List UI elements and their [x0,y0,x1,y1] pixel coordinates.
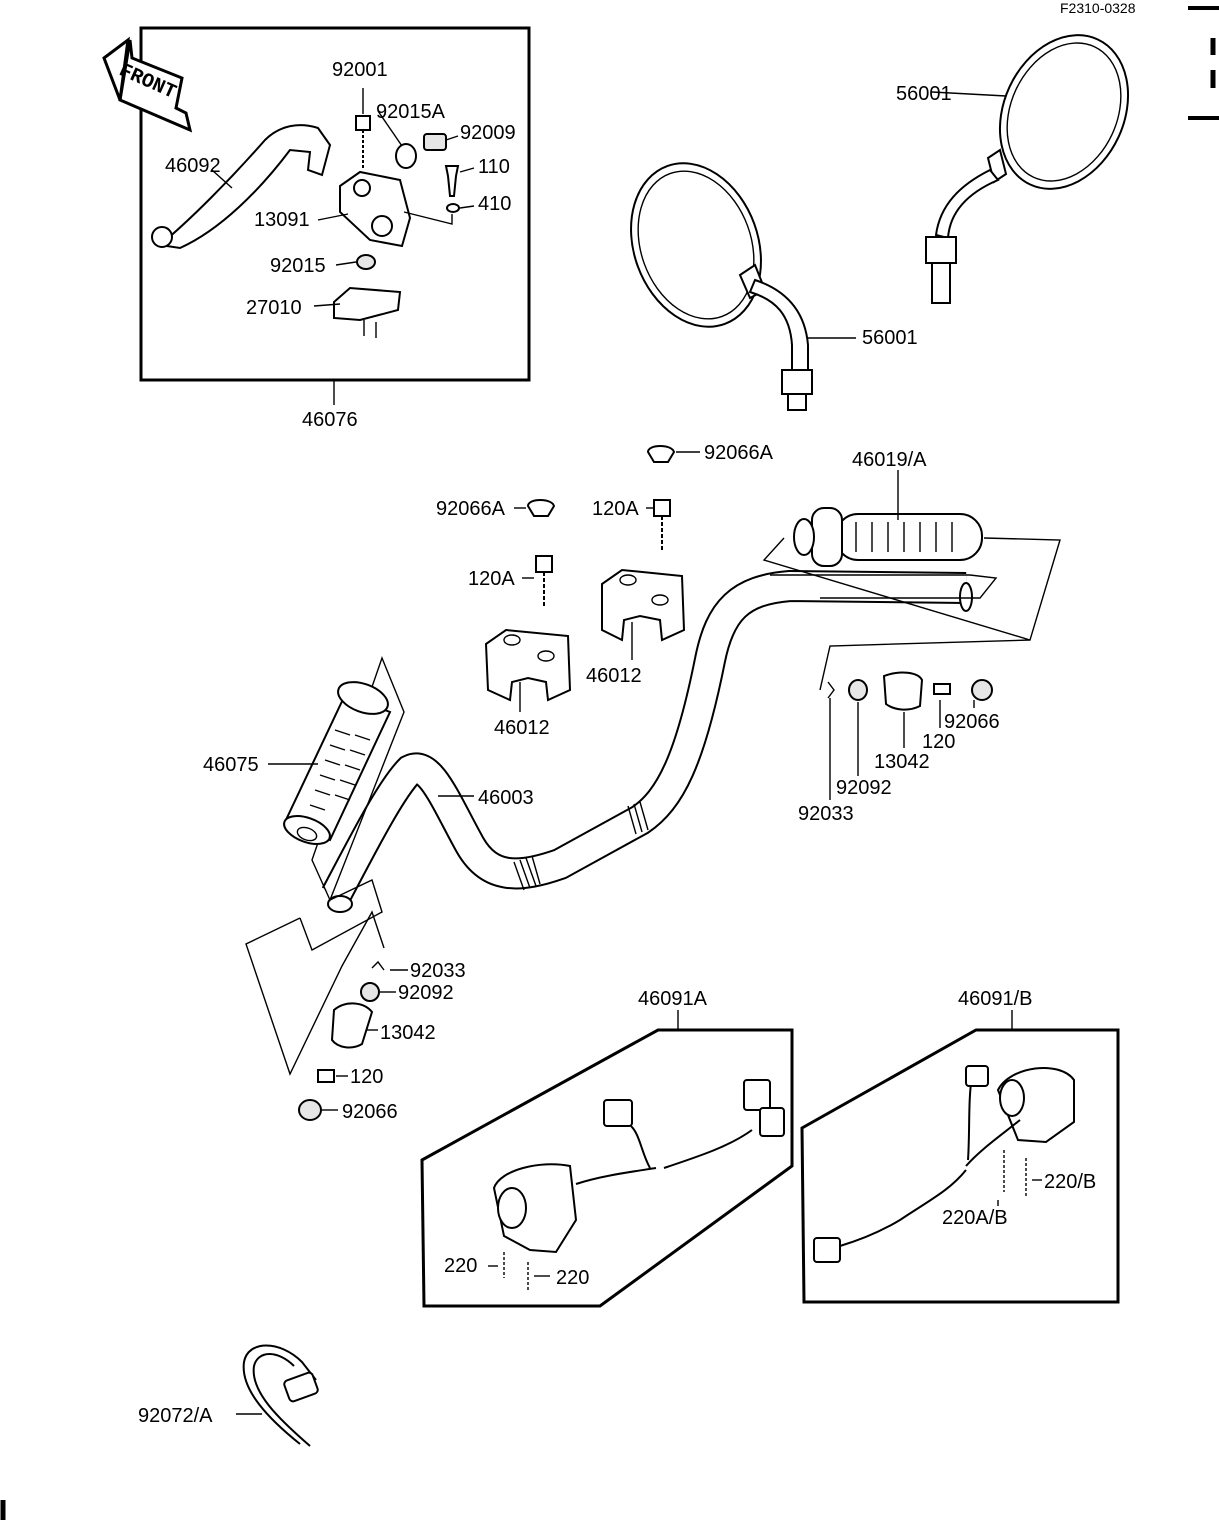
label-92033-left: 92033 [410,960,466,982]
bar-end-left-parts [245,910,385,1121]
label-110: 110 [478,156,510,178]
leader-92015 [335,261,357,266]
label-46003: 46003 [478,787,534,809]
lever-holder-13091 [339,170,412,248]
bolt-92001-head [355,115,371,131]
leader-110 [459,167,475,173]
label-120a-top: 120A [592,498,639,520]
holder-bore [353,179,371,197]
leader-13091 [317,211,453,225]
label-46019a: 46019/A [852,449,927,471]
bar-end-right-parts [819,639,1031,711]
leader-410 [459,205,475,209]
switch-46091a-group: 46091A 220 220 [420,988,794,1308]
leader-92015a [377,110,403,147]
label-92015: 92015 [270,255,326,277]
label-46076: 46076 [302,409,358,431]
leader-56001-top [931,91,1007,97]
label-27010: 27010 [246,297,302,319]
label-56001-top: 56001 [896,83,952,105]
leader-92009 [445,135,459,141]
label-46092: 46092 [165,155,221,177]
lever-assembly-group: FRONT 92001 [102,26,531,431]
leader-46092 [211,169,233,189]
washer-92015a [395,143,417,169]
label-92033-right: 92033 [798,803,854,825]
screw-110 [444,165,460,197]
label-92009: 92009 [460,122,516,144]
lever-tip [151,226,173,248]
holder-46012-right [601,568,686,642]
label-92066a-left: 92066A [436,498,506,520]
front-arrow: FRONT [102,36,193,133]
handlebar-46003 [321,569,973,913]
lever [157,124,332,250]
switch-27010 [333,286,402,322]
label-13042-left: 13042 [380,1022,436,1044]
label-92072a: 92072/A [138,1405,213,1427]
label-13091: 13091 [254,209,310,231]
label-46012-right: 46012 [586,665,642,687]
mirror-right [925,34,1130,304]
label-46075: 46075 [203,754,259,776]
grip-46075 [283,656,405,951]
holder-clamp-hole [371,215,393,237]
label-92015a: 92015A [376,101,446,123]
lever-assembly-box [139,26,531,382]
holder-46012-left [484,628,572,702]
bolt-120a-top [653,499,671,552]
label-92066-left: 92066 [342,1101,398,1123]
label-92066-right: 92066 [944,711,1000,733]
label-56001-mid: 56001 [862,327,918,349]
adjuster-92009 [423,133,447,151]
label-220b: 220/B [1044,1171,1096,1193]
label-46012-left: 46012 [494,717,550,739]
reference-code: F2310-0328 [1060,0,1136,16]
cap-92066a-left [526,499,556,517]
bolt-120a-left [535,555,553,608]
nut-410 [446,203,460,213]
corner-marks [0,6,1219,1520]
label-220-a: 220 [444,1255,477,1277]
nut-92015 [356,254,376,270]
switch-46091b-group: 46091/B 220/B 220A/B [800,988,1120,1304]
label-92092-left: 92092 [398,982,454,1004]
label-92092-right: 92092 [836,777,892,799]
clamp-92072a: 92072/A [138,1344,319,1447]
switch-housing-left [492,1163,578,1254]
label-220-b: 220 [556,1267,589,1289]
label-120a-left: 120A [468,568,515,590]
leader-27010 [313,303,341,307]
label-410: 410 [478,193,511,215]
mirror-left [630,162,813,411]
label-13042-right: 13042 [874,751,930,773]
label-120-right: 120 [922,731,955,753]
label-120-left: 120 [350,1066,383,1088]
label-92066a-top: 92066A [704,442,774,464]
label-220ab: 220A/B [942,1207,1008,1229]
label-92001: 92001 [332,59,388,81]
cap-92066a-top [646,445,676,463]
label-46091a: 46091A [638,988,708,1010]
label-46091b: 46091/B [958,988,1033,1010]
